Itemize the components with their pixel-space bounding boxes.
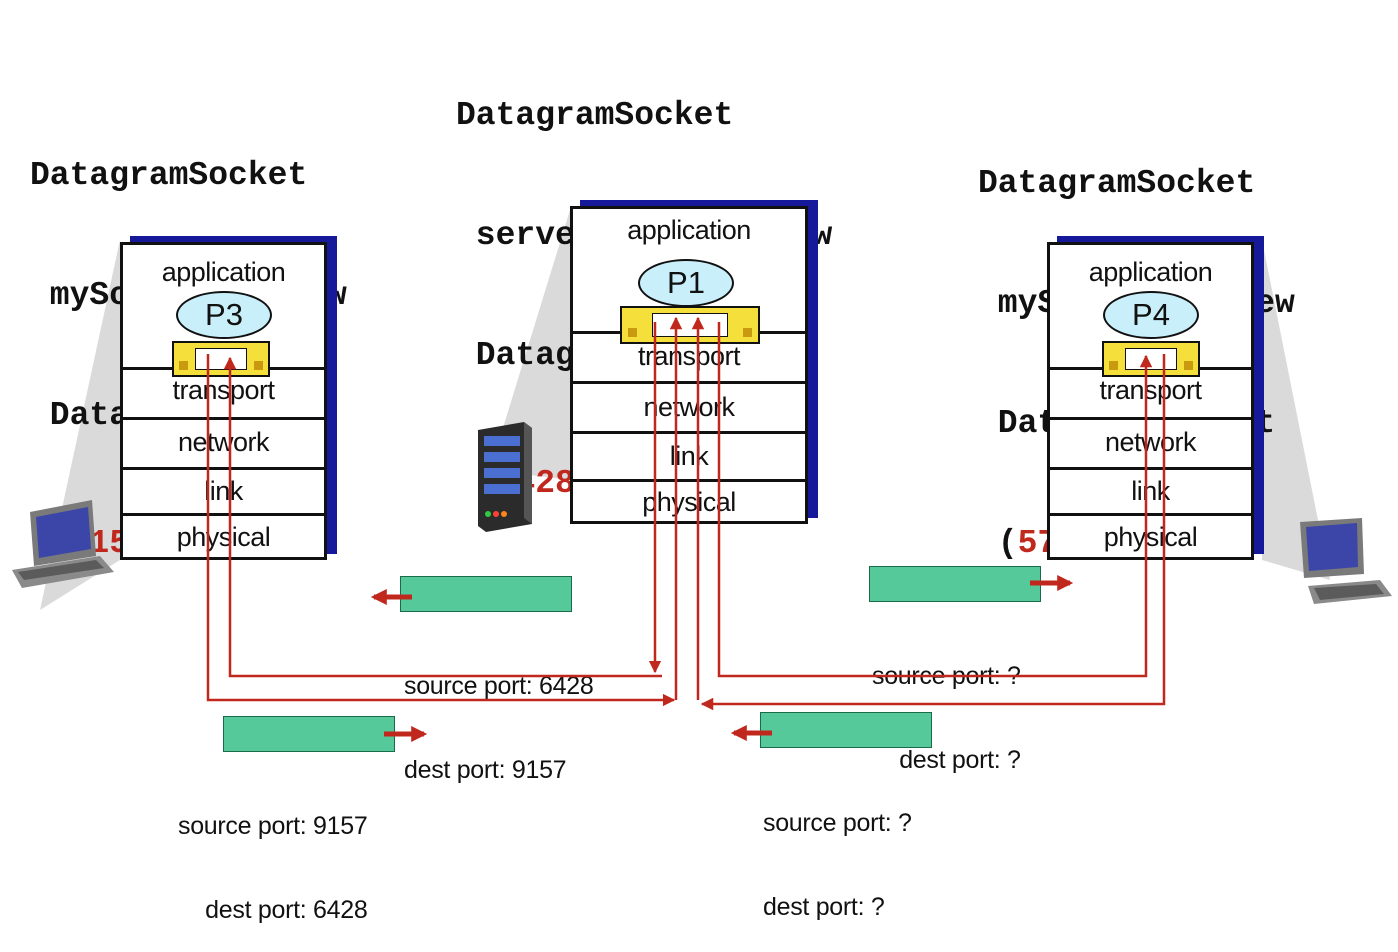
socket-pin xyxy=(1109,361,1118,370)
segment-p3-to-server xyxy=(223,716,395,752)
physical-layer: physical xyxy=(573,479,805,524)
code-line: DatagramSocket xyxy=(30,157,308,194)
segment-server-to-p4 xyxy=(869,566,1041,602)
socket-opening xyxy=(1124,348,1178,370)
socket-p3 xyxy=(172,341,270,377)
socket-pin xyxy=(1184,361,1193,370)
code-line: DatagramSocket xyxy=(456,97,734,134)
process-p4: P4 xyxy=(1103,291,1199,339)
network-layer: network xyxy=(123,417,324,467)
socket-pin xyxy=(628,328,637,337)
source-port-label: source port: 9157 xyxy=(178,812,368,840)
network-layer: network xyxy=(573,381,805,431)
socket-p4 xyxy=(1102,341,1200,377)
right-protocol-stack: application transport network link physi… xyxy=(1047,242,1254,560)
socket-pin xyxy=(254,361,263,370)
center-protocol-stack: application transport network link physi… xyxy=(570,206,808,524)
left-protocol-stack: application transport network link physi… xyxy=(120,242,327,560)
process-p1: P1 xyxy=(638,259,734,307)
dest-port-label: dest port: ? xyxy=(763,893,885,921)
dest-port-label: dest port: 6428 xyxy=(205,896,368,924)
socket-opening xyxy=(194,348,248,370)
network-layer: network xyxy=(1050,417,1251,467)
application-layer-label: application xyxy=(1088,257,1213,287)
source-port-label: source port: ? xyxy=(763,809,912,837)
port-number: 6428 xyxy=(495,465,575,502)
segment-p4-to-server-header: source port: ? dest port: ? xyxy=(763,753,912,949)
paren-open: ( xyxy=(978,525,1018,562)
segment-server-to-p3 xyxy=(400,576,572,612)
source-port-label: source port: ? xyxy=(872,662,1021,690)
code-line: DatagramSocket xyxy=(978,165,1256,202)
process-p3: P3 xyxy=(176,291,272,339)
segment-p4-to-server xyxy=(760,712,932,748)
source-port-label: source port: 6428 xyxy=(404,672,594,700)
desktop-computer-icon xyxy=(1300,518,1392,604)
segment-p3-to-server-header: source port: 9157 dest port: 6428 xyxy=(178,756,368,952)
socket-p1 xyxy=(620,306,760,344)
application-layer-label: application xyxy=(627,215,751,245)
link-layer: link xyxy=(123,467,324,513)
application-layer-label: application xyxy=(161,257,286,287)
link-layer: link xyxy=(573,431,805,479)
socket-pin xyxy=(179,361,188,370)
dest-port-label: dest port: ? xyxy=(899,746,1021,774)
socket-pin xyxy=(743,328,752,337)
dest-port-label: dest port: 9157 xyxy=(404,756,567,784)
segment-server-to-p3-header: source port: 6428 dest port: 9157 xyxy=(404,616,594,812)
paren-open: ( xyxy=(30,525,70,562)
physical-layer: physical xyxy=(1050,513,1251,560)
paren-open: ( xyxy=(456,465,496,502)
link-layer: link xyxy=(1050,467,1251,513)
physical-layer: physical xyxy=(123,513,324,560)
socket-opening xyxy=(651,313,729,337)
